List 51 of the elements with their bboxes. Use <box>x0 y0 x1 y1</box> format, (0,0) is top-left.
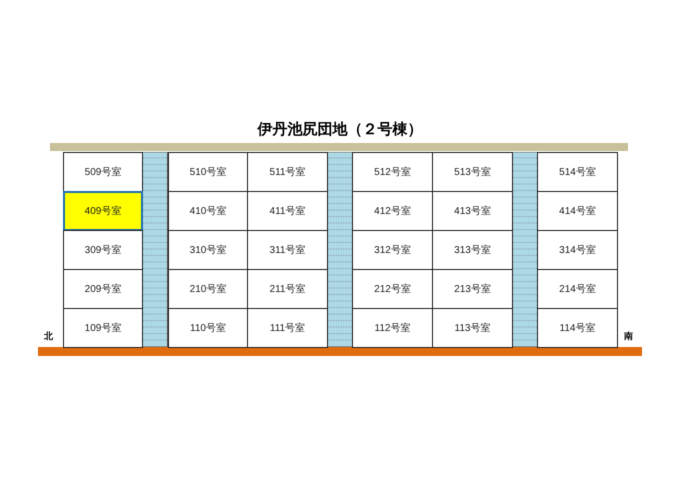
room-number: 512号室 <box>374 166 411 179</box>
room-number: 113号室 <box>454 322 490 335</box>
room <box>537 308 618 348</box>
room <box>352 308 433 348</box>
room <box>63 308 143 348</box>
room-number: 210号室 <box>190 282 226 296</box>
room-number: 414号室 <box>559 204 596 218</box>
highlighted-room <box>63 191 143 231</box>
direction-label: 北 <box>44 330 53 343</box>
room <box>247 308 328 348</box>
room-number: 110号室 <box>190 322 226 335</box>
room-number: 413号室 <box>454 204 491 218</box>
room-number: 510号室 <box>190 166 226 179</box>
room <box>168 308 248 348</box>
room <box>537 269 618 309</box>
room-number: 109号室 <box>84 322 122 335</box>
room <box>63 269 143 309</box>
room-number: 214号室 <box>559 282 596 296</box>
room-number: 209号室 <box>84 282 122 296</box>
room-number: 412号室 <box>374 204 411 218</box>
room <box>352 152 433 192</box>
room-number: 513号室 <box>454 166 491 179</box>
title: 伊丹池尻団地（２号棟） <box>256 120 424 139</box>
room-number: 314号室 <box>559 244 596 257</box>
room <box>247 152 328 192</box>
room-number: 410号室 <box>190 204 226 218</box>
room <box>432 308 513 348</box>
room <box>537 191 618 231</box>
room <box>537 152 618 192</box>
room-number: 409号室 <box>84 204 122 218</box>
direction-label: 南 <box>624 330 633 343</box>
room-number: 213号室 <box>454 282 491 296</box>
room-number: 212号室 <box>374 282 411 296</box>
room <box>537 230 618 270</box>
room-number: 309号室 <box>84 244 122 257</box>
room-number: 311号室 <box>270 244 306 257</box>
room <box>168 152 248 192</box>
room-number: 312号室 <box>374 244 411 257</box>
room-number: 509号室 <box>84 166 122 179</box>
room <box>63 230 143 270</box>
room <box>432 152 513 192</box>
room-number: 112号室 <box>374 322 410 335</box>
room-number: 111号室 <box>270 322 306 335</box>
room <box>63 152 143 192</box>
room-number: 313号室 <box>454 244 491 257</box>
room-number: 310号室 <box>190 244 226 257</box>
room-number: 514号室 <box>559 166 596 179</box>
room-number: 211号室 <box>270 282 306 296</box>
room-number: 411号室 <box>270 204 306 218</box>
room-number: 114号室 <box>560 322 596 335</box>
room-number: 511号室 <box>270 166 306 179</box>
